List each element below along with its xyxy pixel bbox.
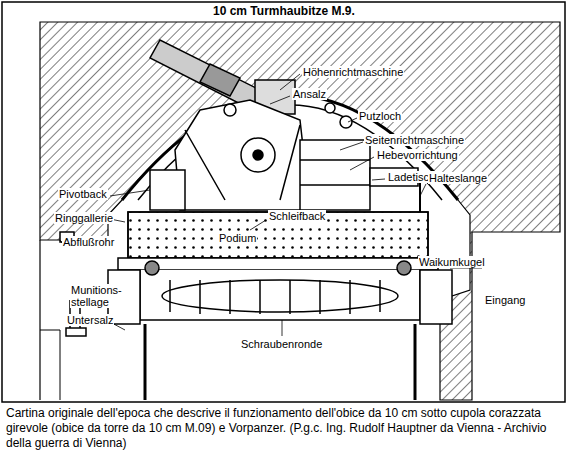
- part-label: Pivotback: [58, 188, 108, 200]
- part-label: Munitions- stellage: [70, 284, 134, 308]
- title: 10 cm Turmhaubitze M.9.: [213, 4, 355, 18]
- part-label: Eingang: [484, 294, 526, 306]
- part-label: Abflußrohr: [62, 236, 115, 248]
- part-label: Podium: [218, 232, 257, 244]
- part-label: Schleifback: [268, 210, 326, 222]
- part-label: Untersalz: [66, 314, 114, 326]
- part-label: Hebevorrichtung: [376, 149, 459, 161]
- part-label: Putzloch: [358, 110, 402, 122]
- part-label: Seitenrichtmaschine: [364, 134, 465, 146]
- part-label: Halteslange: [428, 172, 488, 184]
- part-label: Höhenrichtmaschine: [302, 66, 404, 78]
- part-label: Ringgallerie: [54, 212, 114, 224]
- caption: Cartina originale dell'epoca che descriv…: [6, 406, 558, 451]
- part-label: Ansalz: [292, 88, 327, 100]
- part-label: Waikumkugel: [418, 256, 486, 268]
- part-label: Schraubenronde: [240, 338, 323, 350]
